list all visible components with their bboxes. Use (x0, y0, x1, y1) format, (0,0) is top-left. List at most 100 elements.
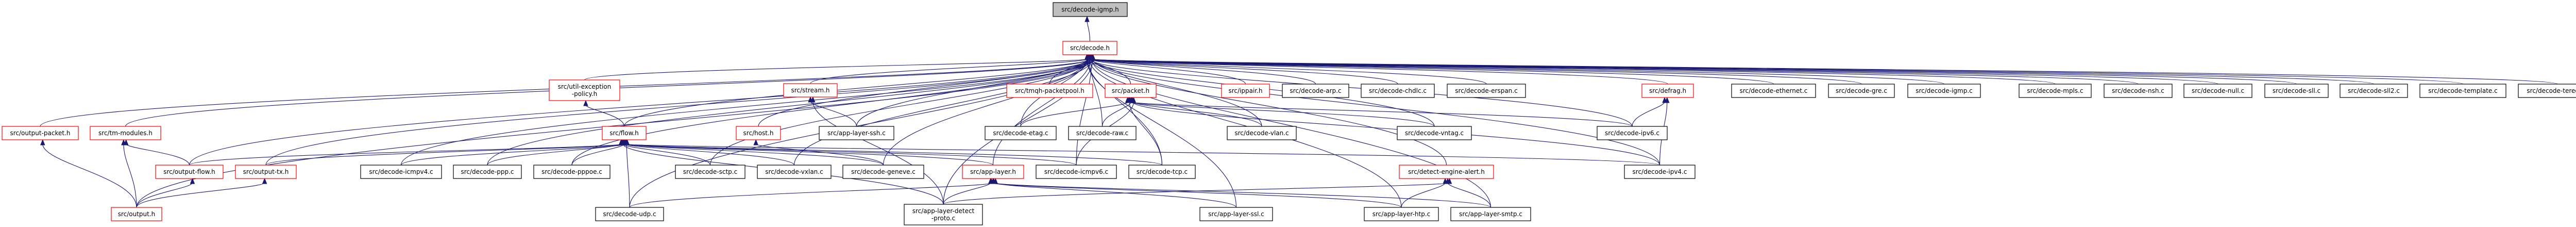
node-box-decode-vxlan-c (757, 165, 832, 179)
node-packet-h[interactable]: src/packet.h (1105, 84, 1157, 98)
node-defrag-h[interactable]: src/defrag.h (1641, 84, 1694, 98)
node-label-decode-gre-c: src/decode-gre.c (1836, 87, 1887, 94)
edge-decode-ipv6-c-to-defrag-h (1632, 101, 1665, 127)
edge-decode-vntag-c-to-packet-h (1127, 101, 1435, 127)
arrowhead-decode-teredo-c-to-decode-h (1087, 54, 1093, 60)
node-decode-vntag-c[interactable]: src/decode-vntag.c (1397, 126, 1472, 140)
node-output-tx-h[interactable]: src/output-tx.h (235, 165, 297, 179)
arrowhead-flow-h-to-util-exception-policy-h (583, 100, 588, 106)
node-decode-ethernet-c[interactable]: src/decode-ethernet.c (1731, 84, 1816, 98)
node-label-output-flow-h: src/output-flow.h (163, 168, 215, 175)
node-box-decode-teredo-c (2518, 84, 2576, 98)
edge-decode-pppoe-c-to-decode-h (571, 58, 1092, 166)
arrowhead-decode-ipv4-c-to-packet-h (1130, 96, 1135, 103)
edge-app-layer-detect-proto-c-to-app-layer-h (943, 182, 991, 205)
edge-app-layer-htp-c-to-decode-h (1089, 58, 1402, 208)
node-decode-mpls-c[interactable]: src/decode-mpls.c (2019, 84, 2092, 98)
edge-app-layer-detect-proto-c-to-stream-h (812, 101, 944, 205)
node-output-packet-h[interactable]: src/output-packet.h (2, 126, 79, 140)
edge-decode-sctp-c-to-decode-h (709, 58, 1090, 166)
node-host-h[interactable]: src/host.h (736, 126, 781, 140)
node-decode-igmp-c[interactable]: src/decode-igmp.c (1907, 84, 1981, 98)
arrowhead-decode-geneve-c-to-host-h (753, 139, 758, 145)
node-label-decode-icmpv4-c: src/decode-icmpv4.c (369, 168, 433, 175)
node-label-decode-igmp-h: src/decode-igmp.h (1061, 6, 1119, 13)
node-decode-template-c[interactable]: src/decode-template.c (2419, 84, 2506, 98)
node-decode-sll-c[interactable]: src/decode-sll.c (2264, 84, 2329, 98)
node-box-output-h (111, 207, 162, 221)
node-decode-vlan-c[interactable]: src/decode-vlan.c (1227, 126, 1297, 140)
node-decode-pppoe-c[interactable]: src/decode-pppoe.c (533, 165, 611, 179)
node-output-flow-h[interactable]: src/output-flow.h (155, 165, 224, 179)
node-box-decode-ipv6-c (1597, 126, 1668, 140)
node-box-decode-tcp-c (1128, 165, 1196, 179)
node-decode-sll2-c[interactable]: src/decode-sll2.c (2340, 84, 2408, 98)
edge-decode-ipv4-c-to-decode-h (1092, 58, 1660, 166)
edge-output-h-to-output-packet-h (42, 143, 137, 208)
edge-app-layer-smtp-c-to-decode-h (1091, 58, 1492, 208)
edge-decode-sll-c-to-decode-h (1089, 58, 2297, 85)
node-label-tmqh-packetpool-h: src/tmqh-packetpool.h (1015, 87, 1084, 94)
node-decode-gre-c[interactable]: src/decode-gre.c (1828, 84, 1895, 98)
node-app-layer-smtp-c[interactable]: src/app-layer-smtp.c (1450, 207, 1531, 221)
node-box-decode-nsh-c (2104, 84, 2173, 98)
edge-decode-udp-c-to-app-layer-h (629, 182, 994, 208)
node-decode-etag-c[interactable]: src/decode-etag.c (985, 126, 1057, 140)
node-label-output-packet-h: src/output-packet.h (10, 129, 70, 137)
edge-decode-erspan-c-to-decode-h (1090, 58, 1487, 85)
arrowhead-output-h-to-output-packet-h (40, 139, 45, 145)
node-detect-engine-alert-h[interactable]: src/detect-engine-alert.h (1399, 165, 1494, 179)
node-tm-modules-h[interactable]: src/tm-modules.h (90, 126, 161, 140)
node-decode-arp-c[interactable]: src/decode-arp.c (1282, 84, 1349, 98)
edge-app-layer-ssl-c-to-decode-h (1086, 58, 1237, 208)
node-flow-h[interactable]: src/flow.h (602, 126, 647, 140)
node-label-output-h: src/output.h (118, 210, 156, 218)
node-decode-tcp-c[interactable]: src/decode-tcp.c (1128, 165, 1196, 179)
node-box-tm-modules-h (90, 126, 161, 140)
node-box-decode-geneve-c (842, 165, 924, 179)
node-decode-null-c[interactable]: src/decode-null.c (2183, 84, 2252, 98)
node-decode-icmpv6-c[interactable]: src/decode-icmpv6.c (1036, 165, 1117, 179)
node-decode-nsh-c[interactable]: src/decode-nsh.c (2104, 84, 2173, 98)
node-decode-igmp-h: src/decode-igmp.h (1053, 2, 1128, 17)
node-label-decode-ethernet-c: src/decode-ethernet.c (1740, 87, 1808, 94)
edge-output-h-to-output-tx-h (136, 182, 265, 208)
node-decode-sctp-c[interactable]: src/decode-sctp.c (675, 165, 745, 179)
node-stream-h[interactable]: src/stream.h (783, 83, 838, 98)
node-decode-teredo-c[interactable]: src/decode-teredo.c (2518, 84, 2576, 98)
node-decode-icmpv4-c[interactable]: src/decode-icmpv4.c (360, 165, 442, 179)
edge-packet-h-to-decode-h (1091, 58, 1131, 85)
node-app-layer-detect-proto-c[interactable]: src/app-layer-detect-proto.c (904, 204, 983, 225)
node-box-detect-engine-alert-h (1399, 165, 1494, 179)
node-decode-raw-c[interactable]: src/decode-raw.c (1068, 126, 1137, 140)
node-box-app-layer-ssl-c (1199, 207, 1273, 221)
edge-flow-h-to-util-exception-policy-h (585, 104, 625, 127)
node-decode-erspan-c[interactable]: src/decode-erspan.c (1447, 84, 1526, 98)
node-decode-ipv4-c[interactable]: src/decode-ipv4.c (1624, 165, 1696, 179)
edge-util-exception-policy-h-to-decode-h (584, 58, 1089, 80)
node-decode-chdlc-c[interactable]: src/decode-chdlc.c (1361, 84, 1435, 98)
node-box-output-tx-h (235, 165, 297, 179)
node-box-stream-h (783, 83, 838, 98)
edge-decode-vlan-c-to-packet-h (1131, 101, 1262, 127)
node-decode-geneve-c[interactable]: src/decode-geneve.c (842, 165, 924, 179)
node-app-layer-ssl-c[interactable]: src/app-layer-ssl.c (1199, 207, 1273, 221)
node-decode-udp-c[interactable]: src/decode-udp.c (595, 207, 664, 221)
node-decode-vxlan-c[interactable]: src/decode-vxlan.c (757, 165, 832, 179)
edge-decode-icmpv4-c-to-flow-h (400, 143, 626, 166)
node-decode-ppp-c[interactable]: src/decode-ppp.c (453, 165, 522, 179)
node-output-h[interactable]: src/output.h (111, 207, 162, 221)
node-app-layer-h[interactable]: src/app-layer.h (962, 165, 1024, 179)
node-label-output-tx-h: src/output-tx.h (243, 168, 289, 175)
edge-decode-icmpv6-c-to-flow-h (620, 143, 1077, 166)
node-app-layer-ssh-c[interactable]: src/app-layer-ssh.c (819, 126, 894, 140)
node-util-exception-policy-h[interactable]: src/util-exception-policy.h (549, 79, 620, 101)
node-tmqh-packetpool-h[interactable]: src/tmqh-packetpool.h (1006, 84, 1093, 98)
node-label-stream-h: src/stream.h (791, 87, 829, 94)
node-box-output-flow-h (155, 165, 224, 179)
node-ippair-h[interactable]: src/ippair.h (1221, 84, 1270, 98)
node-app-layer-htp-c[interactable]: src/app-layer-htp.c (1364, 207, 1439, 221)
edge-output-flow-h-to-decode-h (189, 58, 1088, 166)
node-decode-ipv6-c[interactable]: src/decode-ipv6.c (1597, 126, 1668, 140)
node-decode-h[interactable]: src/decode.h (1062, 41, 1117, 55)
